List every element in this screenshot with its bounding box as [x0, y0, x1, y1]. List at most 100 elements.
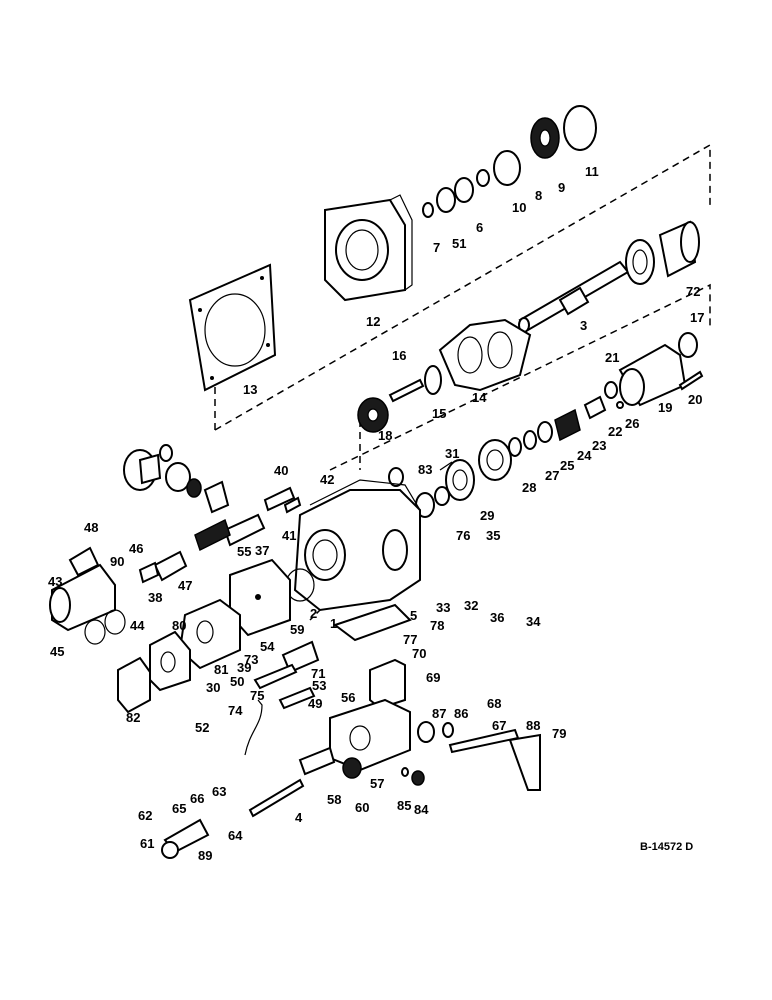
callout-label-32: 32	[464, 598, 478, 613]
housing-14	[438, 318, 532, 392]
callout-label-55: 55	[237, 544, 251, 559]
callout-label-4: 4	[295, 810, 303, 825]
callout-label-60: 60	[355, 800, 369, 815]
callout-label-64: 64	[228, 828, 243, 843]
callout-label-76: 76	[456, 528, 470, 543]
callout-label-54: 54	[260, 639, 275, 654]
callout-label-56: 56	[341, 690, 355, 705]
callout-label-59: 59	[290, 622, 304, 637]
main-shaft-3	[518, 260, 630, 333]
callout-label-50: 50	[230, 674, 244, 689]
callout-label-11: 11	[585, 164, 599, 179]
valve-block-69	[332, 603, 412, 710]
callout-label-29: 29	[480, 508, 494, 523]
callout-label-12: 12	[366, 314, 380, 329]
callout-label-31: 31	[445, 446, 459, 461]
callout-label-2: 2	[310, 606, 317, 621]
callout-label-23: 23	[592, 438, 606, 453]
callout-label-61: 61	[140, 836, 154, 851]
callout-label-8: 8	[535, 188, 542, 203]
callout-label-63: 63	[212, 784, 226, 799]
callout-label-24: 24	[577, 448, 592, 463]
shaft-67	[448, 728, 541, 791]
callout-label-39: 39	[237, 660, 251, 675]
callout-label-14: 14	[472, 390, 487, 405]
callout-label-89: 89	[198, 848, 212, 863]
parts-50-73-71	[253, 640, 320, 710]
callout-label-70: 70	[412, 646, 426, 661]
callout-label-46: 46	[129, 541, 143, 556]
callout-label-57: 57	[370, 776, 384, 791]
callout-label-66: 66	[190, 791, 204, 806]
callout-label-9: 9	[558, 180, 565, 195]
callout-label-41: 41	[282, 528, 296, 543]
callout-label-73: 73	[244, 652, 258, 667]
left-parts-32-36	[123, 444, 230, 514]
seal-parts-top	[422, 105, 597, 218]
bearing-72	[625, 220, 700, 285]
parts-17-22	[583, 332, 704, 420]
callout-label-83: 83	[418, 462, 432, 477]
parts-15-16-18	[357, 365, 442, 433]
callout-label-22: 22	[608, 424, 622, 439]
shaft-assembly-37	[138, 486, 302, 584]
callout-label-18: 18	[378, 428, 392, 443]
callout-label-53: 53	[312, 678, 326, 693]
callout-label-43: 43	[48, 574, 62, 589]
callout-label-69: 69	[426, 670, 440, 685]
callout-label-80: 80	[172, 618, 186, 633]
callout-label-62: 62	[138, 808, 152, 823]
callout-label-45: 45	[50, 644, 64, 659]
callout-label-13: 13	[243, 382, 257, 397]
callout-label-49: 49	[308, 696, 322, 711]
callout-label-51: 51	[452, 236, 466, 251]
callout-label-48: 48	[84, 520, 98, 535]
callout-label-17: 17	[690, 310, 704, 325]
callout-label-58: 58	[327, 792, 341, 807]
cylinder-43	[49, 546, 126, 645]
callout-label-20: 20	[688, 392, 702, 407]
callout-label-78: 78	[430, 618, 444, 633]
housing-flange-12	[324, 194, 413, 302]
callout-label-47: 47	[178, 578, 192, 593]
parts-84-85	[401, 767, 425, 786]
callout-label-35: 35	[486, 528, 500, 543]
callout-label-6: 6	[476, 220, 483, 235]
callout-label-25: 25	[560, 458, 574, 473]
callout-label-3: 3	[580, 318, 587, 333]
callout-label-37: 37	[255, 543, 269, 558]
callout-label-28: 28	[522, 480, 536, 495]
pump-body-30	[117, 598, 241, 714]
callout-label-68: 68	[487, 696, 501, 711]
callout-label-1: 1	[330, 616, 337, 631]
callout-label-7: 7	[433, 240, 440, 255]
callout-label-30: 30	[206, 680, 220, 695]
callout-label-82: 82	[126, 710, 140, 725]
callout-label-19: 19	[658, 400, 672, 415]
callout-label-15: 15	[432, 406, 446, 421]
callout-label-36: 36	[490, 610, 504, 625]
callout-label-38: 38	[148, 590, 162, 605]
callout-label-87: 87	[432, 706, 446, 721]
callout-label-44: 44	[130, 618, 145, 633]
callout-label-81: 81	[214, 662, 228, 677]
callout-label-90: 90	[110, 554, 124, 569]
callout-label-16: 16	[392, 348, 406, 363]
callout-label-5: 5	[410, 608, 417, 623]
callout-label-86: 86	[454, 706, 468, 721]
callout-label-85: 85	[397, 798, 411, 813]
callout-label-74: 74	[228, 703, 243, 718]
callout-label-10: 10	[512, 200, 526, 215]
callout-label-72: 72	[686, 284, 700, 299]
callout-label-21: 21	[605, 350, 619, 365]
callout-label-42: 42	[320, 472, 334, 487]
callout-label-84: 84	[414, 802, 429, 817]
gear-stack-23-29	[445, 408, 581, 501]
callout-label-33: 33	[436, 600, 450, 615]
callout-label-34: 34	[526, 614, 541, 629]
callout-label-75: 75	[250, 688, 264, 703]
callout-label-27: 27	[545, 468, 559, 483]
callout-label-77: 77	[403, 632, 417, 647]
callout-label-71: 71	[311, 666, 325, 681]
